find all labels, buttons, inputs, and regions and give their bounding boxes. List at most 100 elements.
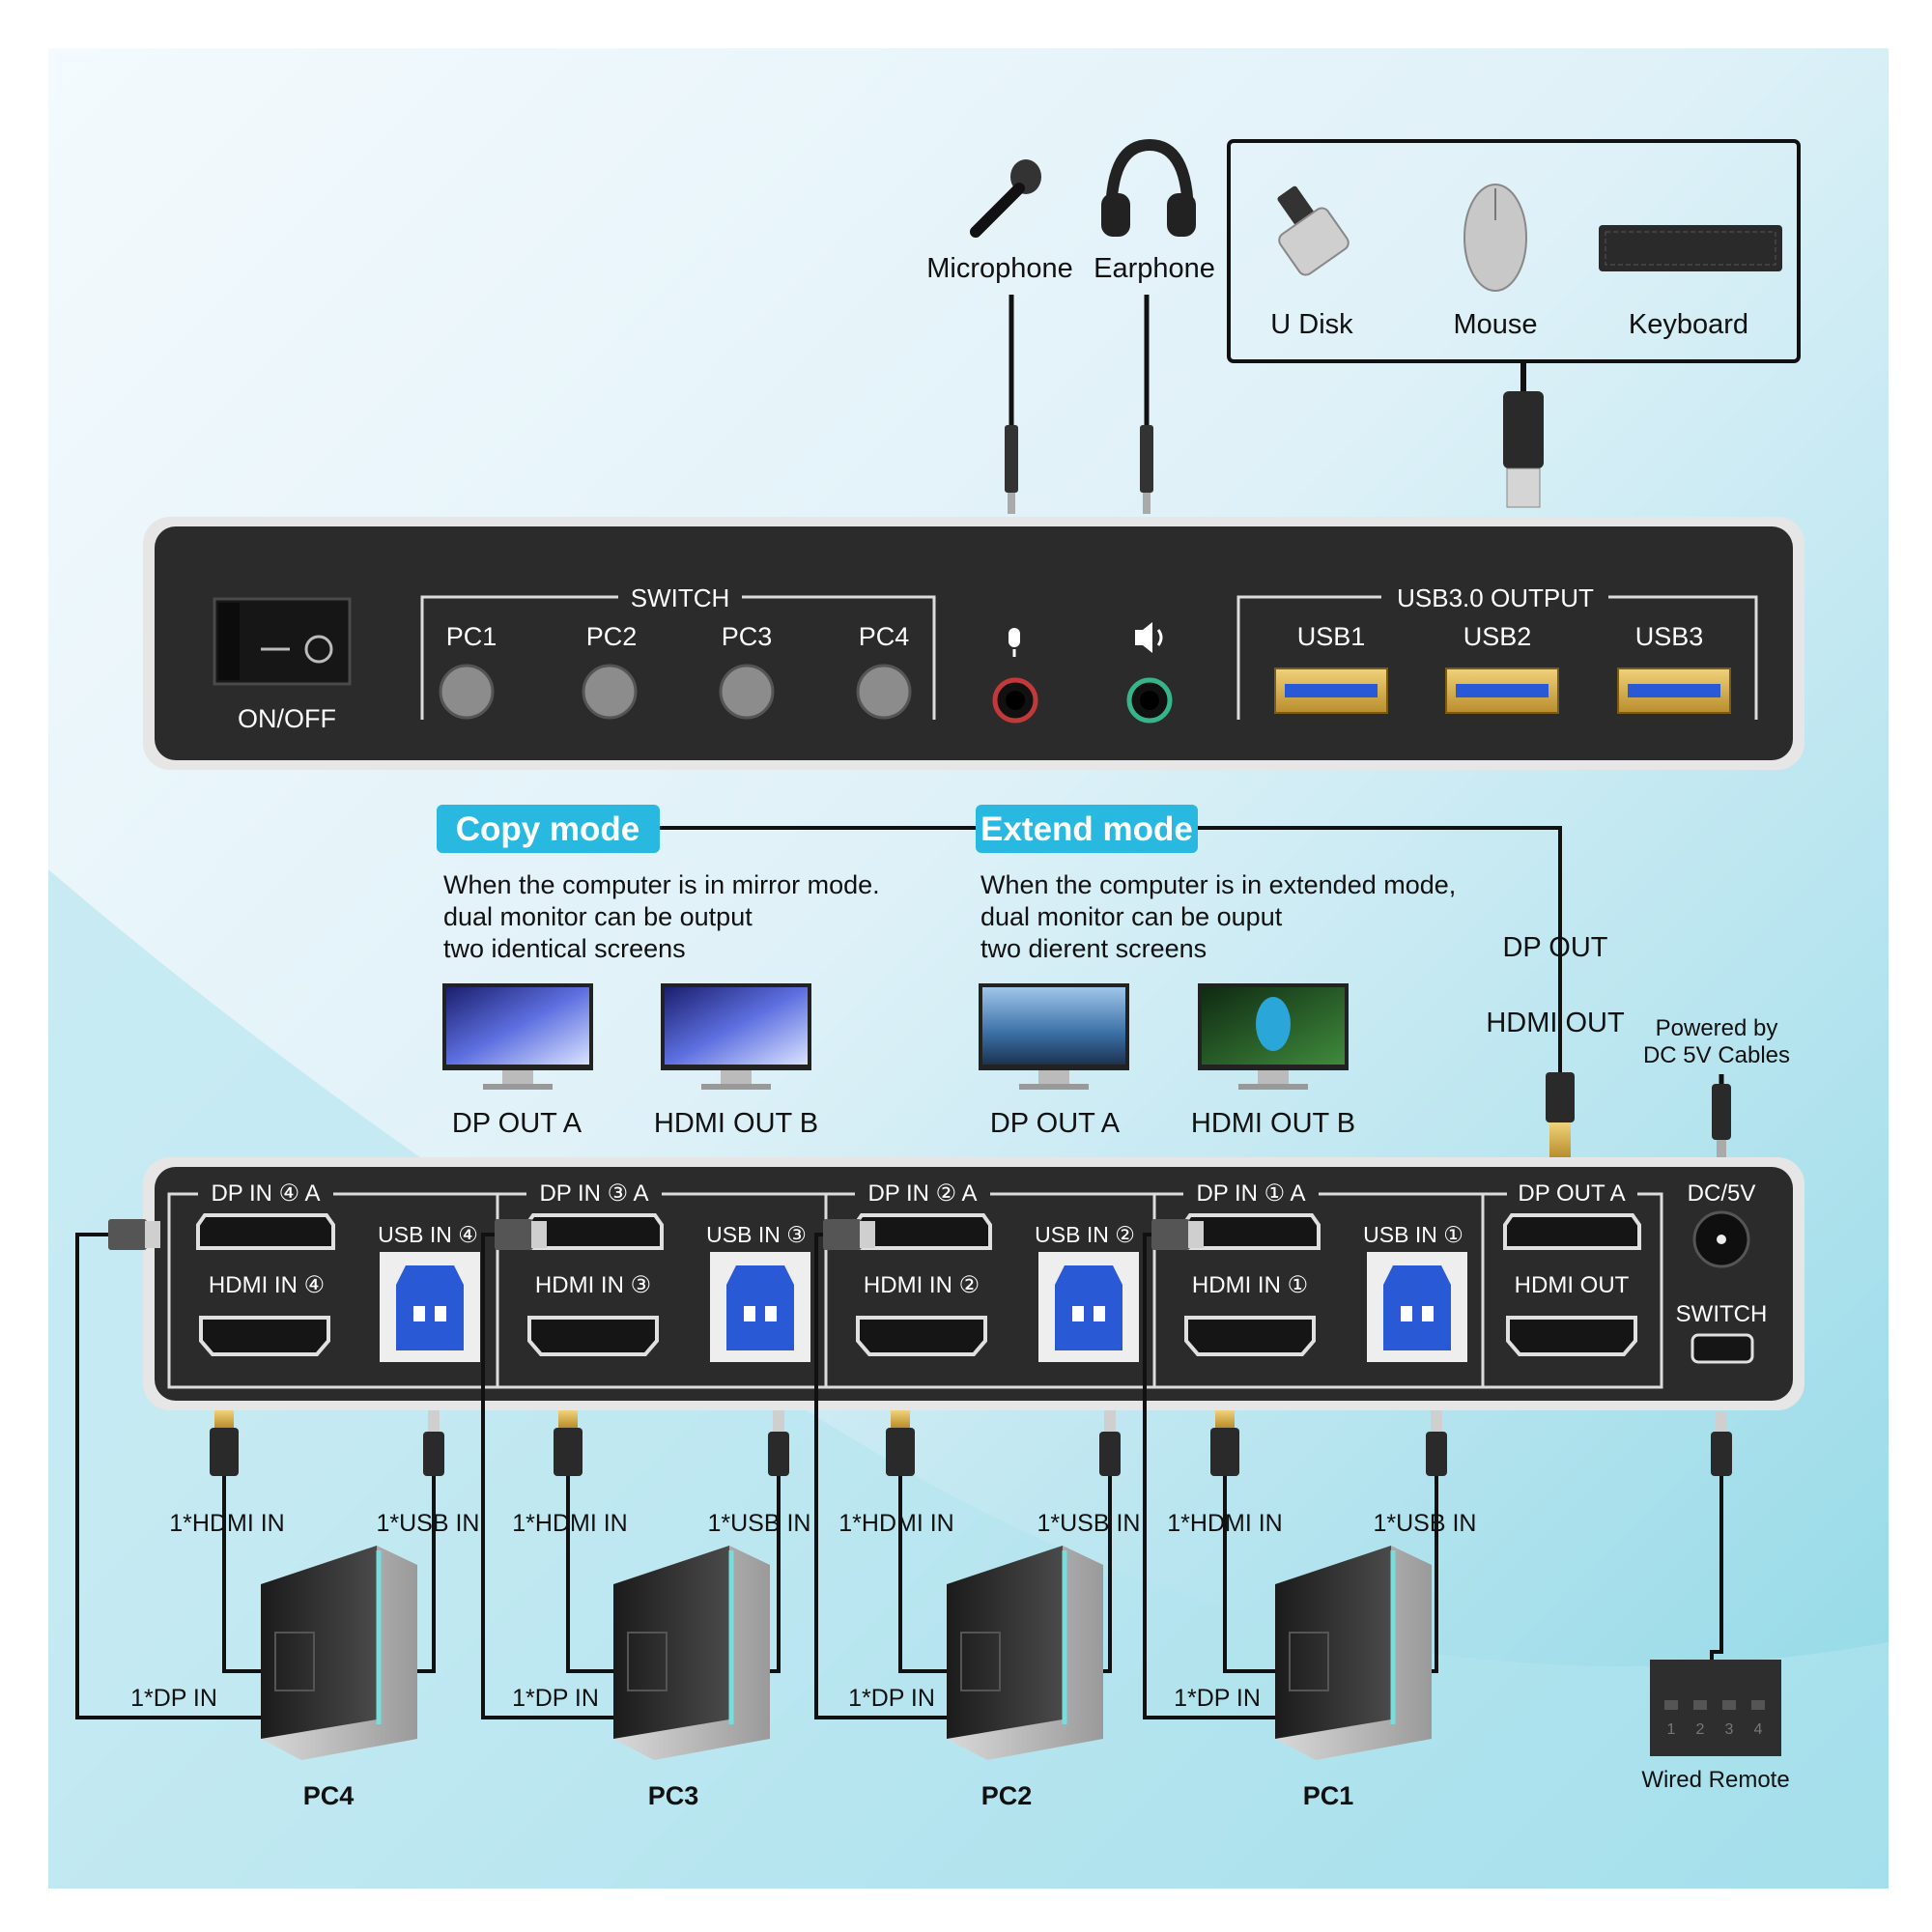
pc2-button-label: PC2 <box>586 622 638 651</box>
hdmi-in-4-label: HDMI IN ④ <box>209 1272 325 1298</box>
pc3-label: PC3 <box>648 1781 699 1810</box>
pc4-button-label: PC4 <box>859 622 910 651</box>
dp-in-2-label: DP IN ② A <box>867 1180 977 1207</box>
mic-small-icon <box>1009 628 1020 657</box>
hdmi-out-cable <box>1546 1072 1575 1157</box>
usb-in-4-port[interactable] <box>380 1252 480 1362</box>
pc4-button[interactable] <box>856 664 912 720</box>
monitor-icon <box>1198 983 1349 1090</box>
label-bg <box>855 1184 990 1204</box>
hdmi-in-4-port[interactable] <box>199 1316 330 1356</box>
extend-desc-line2: dual monitor can be ouput <box>980 902 1283 931</box>
front-panel <box>155 526 1793 760</box>
pc2-button[interactable] <box>582 664 638 720</box>
usb3-port[interactable] <box>1617 668 1731 714</box>
pc4-usb-label: 1*USB IN <box>377 1510 480 1537</box>
usb-devices-box <box>1227 139 1801 363</box>
switch-port-label: SWITCH <box>1676 1301 1768 1327</box>
hdmi-out-port-label: HDMI OUT <box>1515 1272 1630 1298</box>
extend-monitor-b-label: HDMI OUT B <box>1191 1108 1355 1139</box>
pc3-usb-label: 1*USB IN <box>708 1510 811 1537</box>
usb-in-3-port[interactable] <box>710 1252 810 1362</box>
monitor-icon <box>979 983 1129 1090</box>
usb1-label: USB1 <box>1297 622 1366 651</box>
usb-in-1-port[interactable] <box>1367 1252 1467 1362</box>
keyboard-label: Keyboard <box>1629 309 1748 340</box>
hdmi-out-label: HDMI OUT <box>1486 1008 1625 1038</box>
copy-mode-label: Copy mode <box>456 810 640 848</box>
wired-remote[interactable] <box>1650 1660 1781 1756</box>
dp-in-4-port[interactable] <box>196 1213 335 1250</box>
pc1-button-label: PC1 <box>446 622 497 651</box>
remote-key-1: 1 <box>1667 1721 1676 1738</box>
usb-in-1-label: USB IN ① <box>1363 1222 1463 1247</box>
mouse-label: Mouse <box>1453 309 1537 340</box>
earphone-label: Earphone <box>1094 253 1215 284</box>
dc-label: DC/5V <box>1688 1180 1756 1207</box>
copy-desc-line2: dual monitor can be output <box>443 902 753 931</box>
switch-port[interactable] <box>1690 1333 1754 1364</box>
dp-out-a-port[interactable] <box>1503 1213 1641 1250</box>
dp-out-a-label: DP OUT A <box>1518 1180 1625 1207</box>
hdmi-out-port[interactable] <box>1506 1316 1637 1356</box>
extend-mode-badge <box>976 805 1198 853</box>
dp-out-label: DP OUT <box>1502 932 1607 963</box>
pc3-button[interactable] <box>719 664 775 720</box>
pc1-dp-label: 1*DP IN <box>1174 1685 1261 1712</box>
label-bg <box>198 1184 333 1204</box>
extend-desc-line3: two dierent screens <box>980 934 1207 963</box>
pc-tower-icon <box>1275 1546 1432 1760</box>
power-label-line1: Powered by <box>1656 1015 1778 1041</box>
dp-in-1-label: DP IN ① A <box>1196 1180 1305 1207</box>
usb2-port[interactable] <box>1445 668 1559 714</box>
dp-in-3-label: DP IN ③ A <box>539 1180 648 1207</box>
usb-plug-icons <box>423 1410 1732 1476</box>
background-wave <box>48 869 1889 1889</box>
usb1-port[interactable] <box>1274 668 1388 714</box>
usb-output-title: USB3.0 OUTPUT <box>1397 583 1594 612</box>
power-switch[interactable] <box>213 597 352 686</box>
usb3-label: USB3 <box>1635 622 1704 651</box>
hdmi-in-3-port[interactable] <box>527 1316 659 1356</box>
pc1-button[interactable] <box>439 664 495 720</box>
hdmi-plug-icons <box>210 1410 1239 1476</box>
pc4-label: PC4 <box>303 1781 355 1810</box>
headphone-icon <box>1101 138 1196 237</box>
remote-key-4: 4 <box>1754 1721 1763 1738</box>
pc-tower-icon <box>261 1546 417 1760</box>
usb-in-2-label: USB IN ② <box>1035 1222 1135 1247</box>
hdmi-in-1-label: HDMI IN ① <box>1192 1272 1308 1298</box>
remote-key-2: 2 <box>1696 1721 1705 1738</box>
pc4-hdmi-label: 1*HDMI IN <box>169 1510 284 1537</box>
u-disk-label: U Disk <box>1270 309 1353 340</box>
hdmi-in-2-port[interactable] <box>856 1316 987 1356</box>
pc2-hdmi-label: 1*HDMI IN <box>838 1510 953 1537</box>
copy-desc-line3: two identical screens <box>443 934 686 963</box>
microphone-label: Microphone <box>926 253 1073 284</box>
pc1-usb-label: 1*USB IN <box>1374 1510 1477 1537</box>
audio-jack-hole <box>1140 691 1159 710</box>
dc-jack-pin <box>1717 1235 1726 1244</box>
usb-in-2-port[interactable] <box>1038 1252 1139 1362</box>
usb-in-4-label: USB IN ④ <box>378 1222 478 1247</box>
monitor-icon <box>661 983 811 1090</box>
usb-in-3-label: USB IN ③ <box>706 1222 807 1247</box>
extend-mode-label: Extend mode <box>980 810 1193 848</box>
copy-monitor-a-label: DP OUT A <box>452 1108 582 1139</box>
dp-in-4-label: DP IN ④ A <box>211 1180 320 1207</box>
pc2-usb-label: 1*USB IN <box>1037 1510 1141 1537</box>
monitor-icon <box>442 983 593 1090</box>
pc1-label: PC1 <box>1303 1781 1354 1810</box>
pc3-button-label: PC3 <box>722 622 773 651</box>
label-bg <box>1183 1184 1319 1204</box>
pc2-dp-label: 1*DP IN <box>848 1685 935 1712</box>
dp-plug-icons <box>108 1219 1204 1250</box>
speaker-icon <box>1135 622 1163 653</box>
label-bg <box>526 1184 662 1204</box>
extend-desc-line1: When the computer is in extended mode, <box>980 870 1456 899</box>
keyboard-icon <box>1599 225 1782 271</box>
hdmi-in-1-port[interactable] <box>1184 1316 1316 1356</box>
pc4-dp-label: 1*DP IN <box>130 1685 217 1712</box>
extend-monitor-a-label: DP OUT A <box>990 1108 1121 1139</box>
usb2-label: USB2 <box>1463 622 1532 651</box>
